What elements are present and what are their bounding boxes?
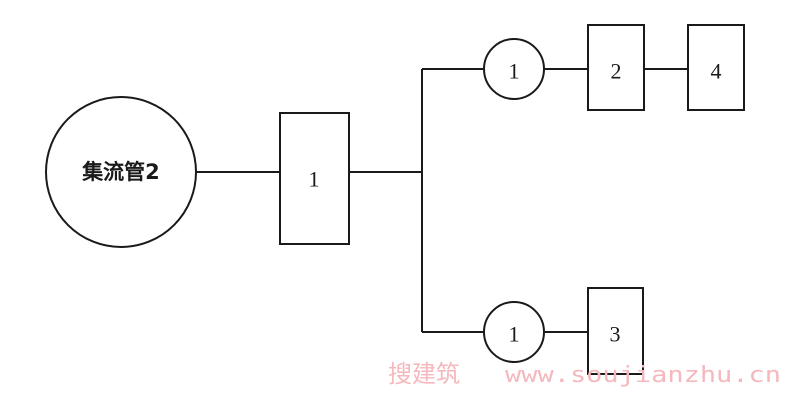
upper-box-4-label: 4 <box>711 59 722 84</box>
lower-box-3 <box>587 287 644 375</box>
lower-circle-node: 1 <box>483 301 545 363</box>
main-box-label: 1 <box>309 167 320 192</box>
watermark-url: www.soujianzhu.cn <box>505 363 781 388</box>
lower-circle <box>483 301 545 363</box>
upper-box-2-node: 2 <box>587 24 645 111</box>
header-circle <box>45 96 197 248</box>
lower-box-3-node: 3 <box>587 287 644 375</box>
lower-box-3-label: 3 <box>610 322 621 347</box>
upper-box-2-label: 2 <box>611 59 622 84</box>
upper-box-4-node: 4 <box>687 24 745 111</box>
upper-box-4 <box>687 24 745 111</box>
upper-circle <box>483 38 545 100</box>
upper-circle-label: 1 <box>509 59 520 84</box>
lower-circle-label: 1 <box>509 322 520 347</box>
header-node: 集流管2 <box>45 96 197 248</box>
watermark: 搜建筑 www.soujianzhu.cn <box>388 360 781 388</box>
watermark-site-name: 搜建筑 <box>388 360 460 388</box>
main-box <box>279 112 350 245</box>
header-label: 集流管2 <box>81 160 160 184</box>
main-box-node: 1 <box>279 112 350 245</box>
upper-box-2 <box>587 24 645 111</box>
upper-circle-node: 1 <box>483 38 545 100</box>
